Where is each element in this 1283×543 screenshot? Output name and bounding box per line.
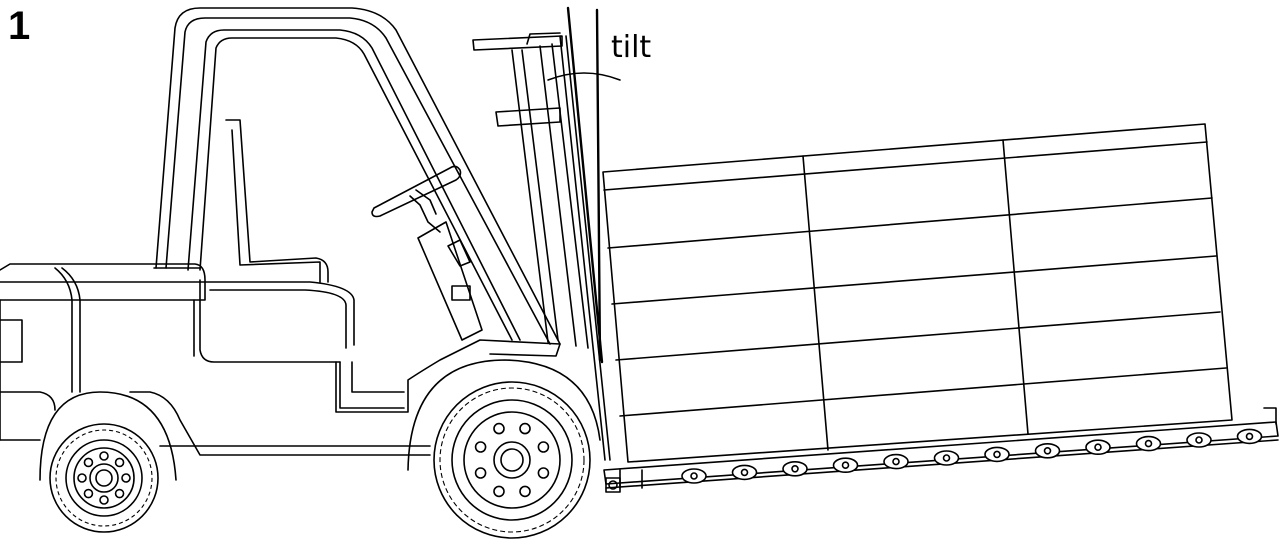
fork-roller: [984, 446, 1010, 463]
fork-roller: [731, 464, 758, 481]
tilt-label: tilt: [611, 30, 652, 65]
front-wheel-lug: [493, 485, 505, 498]
front-wheel: [407, 359, 601, 539]
fork-roller-hub: [993, 450, 1001, 459]
rear-wheel: [39, 391, 177, 533]
rear-wheel-lug: [114, 457, 125, 468]
fork-roller-hub: [1195, 436, 1203, 444]
fork-rollers: [681, 428, 1263, 484]
rear-wheel-lug: [121, 473, 131, 483]
steering-wheel: [371, 165, 483, 341]
rear-wheel-lug: [114, 488, 125, 499]
fork-roller: [782, 460, 808, 477]
counterweight-body: [0, 263, 431, 456]
fork-roller: [681, 468, 707, 484]
fork-roller: [832, 457, 859, 474]
fork-roller-hub: [690, 472, 698, 480]
overhead-guard: [153, 7, 561, 345]
rear-wheel-lug: [83, 488, 94, 499]
rear-wheel-lug: [99, 495, 109, 505]
fork-roller-hub: [841, 461, 850, 470]
front-wheel-lug: [474, 441, 487, 453]
front-wheel-lug: [519, 485, 531, 498]
fork-roller-hub: [791, 464, 799, 473]
fork-roller-hub: [942, 454, 951, 462]
rear-wheel-lug: [83, 457, 94, 468]
tilt-reference: [547, 6, 621, 364]
operator-seat: [199, 119, 355, 349]
fork-roller: [1034, 442, 1061, 459]
front-wheel-lug: [519, 422, 531, 435]
fork-roller: [883, 453, 909, 470]
front-wheel-lug: [537, 441, 550, 453]
fork-roller-hub: [740, 468, 749, 477]
load-stack: [602, 123, 1233, 463]
fork-roller: [1135, 435, 1162, 452]
fork-roller-hub: [1245, 432, 1254, 441]
fork-roller-hub: [1043, 446, 1052, 455]
front-wheel-lug: [537, 467, 550, 479]
fork-roller: [1236, 428, 1263, 445]
step-number: 1: [8, 4, 31, 48]
rear-wheel-lug: [77, 473, 87, 483]
mast: [472, 32, 611, 461]
rear-wheel-lug: [99, 451, 109, 461]
floor-step: [335, 339, 561, 413]
front-wheel-lug: [474, 467, 487, 479]
fork-roller-hub: [892, 457, 900, 466]
fork-roller: [1085, 439, 1111, 456]
fork-roller: [1186, 432, 1212, 448]
fork-roller: [933, 450, 960, 466]
front-wheel-lug: [493, 422, 505, 435]
fork-roller-hub: [1094, 443, 1102, 452]
fork-roller-hub: [1144, 439, 1153, 448]
